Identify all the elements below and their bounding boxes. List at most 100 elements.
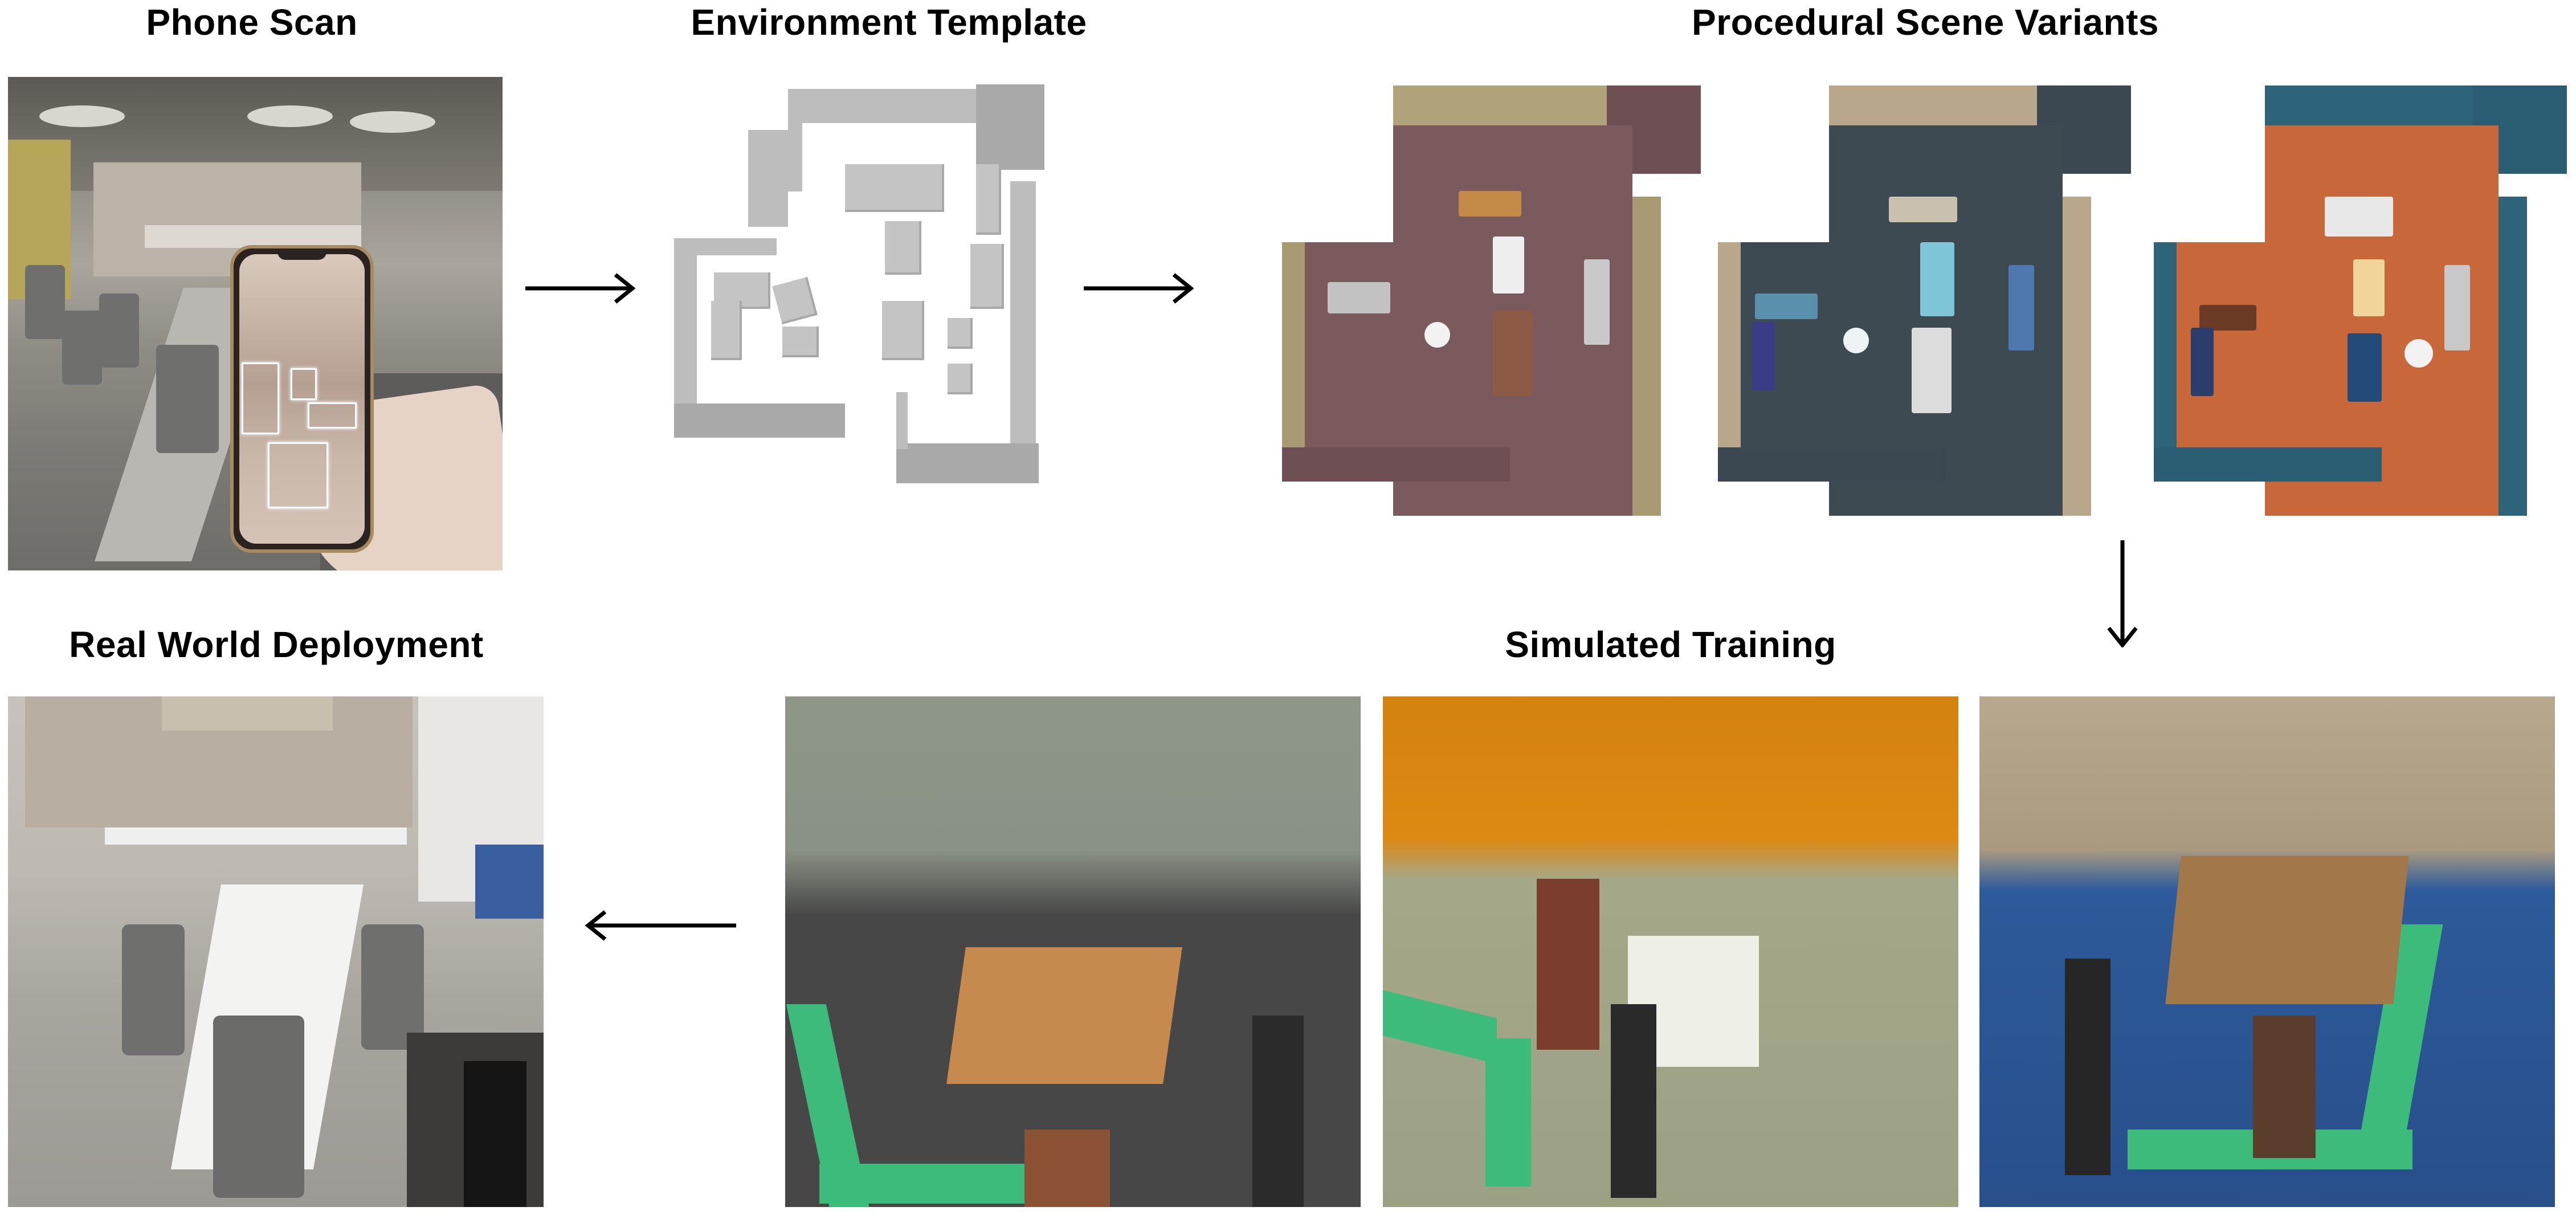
simulated-training-view-2 bbox=[1383, 696, 1958, 1207]
scan-bounding-box bbox=[308, 402, 357, 429]
environment-template-image bbox=[657, 73, 1046, 527]
wooden-table bbox=[946, 947, 1182, 1084]
template-sofa bbox=[711, 301, 742, 360]
template-wall bbox=[1010, 181, 1036, 449]
sofa bbox=[1755, 293, 1818, 319]
sofa bbox=[1584, 259, 1610, 345]
scan-bounding-box bbox=[268, 442, 328, 508]
scene-variant-1 bbox=[1265, 77, 1704, 516]
ceiling-lamp bbox=[247, 105, 333, 127]
water-jugs bbox=[475, 845, 544, 919]
template-counter bbox=[970, 244, 1004, 309]
variant-wall bbox=[1282, 242, 1305, 447]
wooden-chair bbox=[1024, 1130, 1110, 1207]
wooden-table bbox=[2165, 856, 2409, 1004]
template-table bbox=[882, 301, 924, 360]
template-wall bbox=[896, 392, 908, 449]
scene-variant-2 bbox=[1701, 77, 2140, 516]
wooden-chair bbox=[2253, 1016, 2316, 1158]
phone-scan-image bbox=[8, 77, 503, 570]
template-table bbox=[782, 327, 819, 357]
round-table bbox=[1424, 322, 1450, 348]
chair bbox=[156, 345, 219, 453]
kitchen-island bbox=[2325, 197, 2393, 237]
cabinets bbox=[162, 696, 333, 731]
variant-wall bbox=[1632, 197, 1661, 516]
scan-bounding-box bbox=[291, 368, 317, 400]
sofa bbox=[1328, 282, 1390, 313]
kitchen-counter bbox=[105, 827, 407, 845]
template-wall bbox=[976, 84, 1044, 170]
variant-floor bbox=[1282, 242, 1424, 447]
robot bbox=[1252, 1016, 1304, 1207]
sofa bbox=[2191, 328, 2214, 396]
variant-wall bbox=[2154, 242, 2177, 447]
sofa bbox=[2199, 305, 2256, 331]
real-world-deployment-image bbox=[8, 696, 544, 1207]
variant-wall bbox=[2154, 447, 2382, 482]
sofa bbox=[2008, 265, 2034, 350]
arrow-right-icon bbox=[524, 272, 635, 304]
table bbox=[1493, 237, 1524, 293]
kitchen-counter bbox=[145, 225, 361, 248]
robot bbox=[2065, 959, 2110, 1175]
template-island bbox=[845, 164, 944, 212]
sofa bbox=[2444, 265, 2470, 350]
navigation-path bbox=[1383, 990, 1497, 1064]
kitchen-island bbox=[1889, 197, 1957, 222]
procedural-scene-variants-title: Procedural Scene Variants bbox=[1692, 2, 2159, 43]
gray-chair bbox=[122, 924, 185, 1055]
ceiling-lamp bbox=[350, 111, 435, 133]
template-wall bbox=[896, 443, 1039, 483]
robot bbox=[1611, 1004, 1656, 1198]
template-table bbox=[885, 221, 921, 275]
variant-wall bbox=[2063, 197, 2091, 516]
sofa bbox=[1752, 322, 1775, 390]
arrow-right-icon bbox=[1083, 272, 1194, 304]
template-chair bbox=[948, 364, 973, 394]
smartphone bbox=[230, 245, 374, 553]
table bbox=[1920, 242, 1954, 316]
round-table bbox=[1843, 328, 1869, 353]
variant-wall bbox=[1282, 447, 1510, 482]
arrow-left-icon bbox=[585, 910, 738, 941]
template-chair bbox=[772, 276, 818, 325]
template-wall bbox=[788, 89, 802, 191]
round-table bbox=[2404, 339, 2433, 368]
gray-chair bbox=[361, 924, 424, 1050]
table bbox=[2348, 333, 2382, 402]
template-wall bbox=[674, 403, 845, 438]
robot bbox=[464, 1061, 526, 1207]
phone-scan-title: Phone Scan bbox=[146, 2, 358, 43]
chair bbox=[25, 265, 65, 339]
simulated-training-view-1 bbox=[785, 696, 1361, 1207]
chair bbox=[62, 311, 102, 385]
table bbox=[1912, 328, 1952, 413]
real-world-deployment-title: Real World Deployment bbox=[69, 624, 484, 665]
scan-bounding-box bbox=[242, 362, 279, 434]
table bbox=[1493, 311, 1533, 396]
variant-floor bbox=[1718, 242, 1860, 447]
chair bbox=[99, 293, 139, 368]
template-wall bbox=[674, 238, 697, 421]
template-chair bbox=[948, 318, 973, 349]
simulated-training-view-3 bbox=[1979, 696, 2555, 1207]
variant-wall bbox=[2499, 197, 2527, 516]
simulated-training-title: Simulated Training bbox=[1505, 624, 1836, 665]
phone-screen-scan-view bbox=[239, 254, 365, 544]
variant-floor bbox=[2154, 242, 2296, 447]
template-shelf bbox=[976, 164, 1001, 235]
navigation-path bbox=[1485, 1038, 1531, 1187]
kitchen-island bbox=[1459, 191, 1521, 217]
variant-wall bbox=[1718, 447, 1946, 482]
arrow-down-icon bbox=[2106, 539, 2138, 647]
template-wall bbox=[748, 130, 788, 227]
phone-notch bbox=[277, 248, 326, 260]
environment-template-title: Environment Template bbox=[691, 2, 1087, 43]
ceiling-lamp bbox=[39, 105, 125, 127]
table bbox=[2353, 259, 2385, 316]
chair bbox=[1537, 879, 1599, 1050]
variant-wall bbox=[1718, 242, 1741, 447]
gray-chair bbox=[213, 1016, 304, 1198]
scene-variant-3 bbox=[2137, 77, 2575, 516]
